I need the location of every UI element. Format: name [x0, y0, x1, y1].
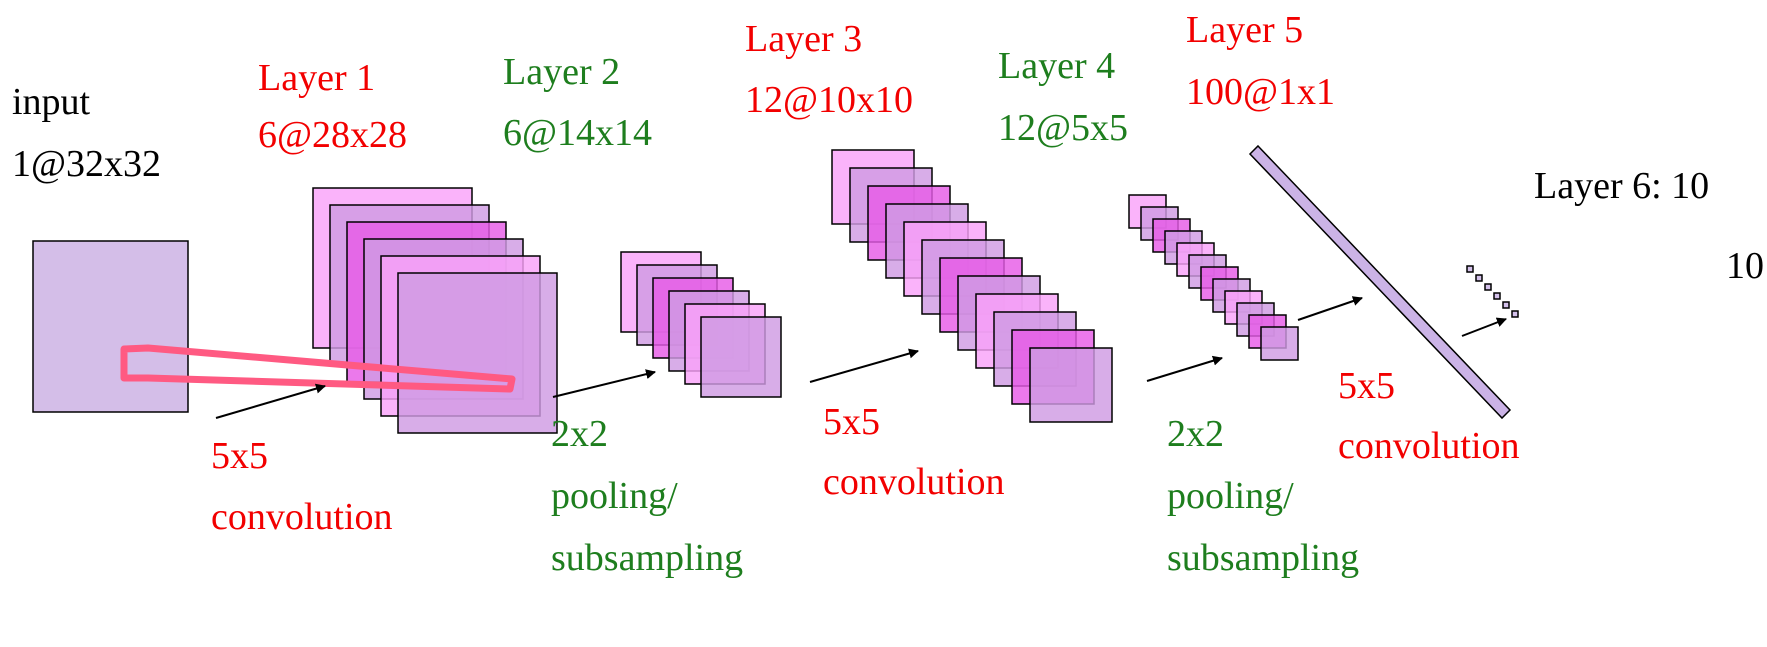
output-unit-6 — [1511, 310, 1519, 318]
output-unit-4 — [1493, 292, 1501, 300]
layer4-map-12 — [1260, 326, 1299, 361]
layer2-feature-maps — [620, 251, 782, 398]
layer5-size: 100@1x1 — [1186, 71, 1335, 113]
layer3-feature-maps — [831, 149, 1113, 423]
layer4-title: Layer 4 — [998, 45, 1116, 87]
layer6-title: Layer 6: 10 — [1534, 165, 1710, 207]
layer1-title: Layer 1 — [258, 57, 376, 99]
layer4-feature-maps — [1128, 194, 1299, 361]
layer1-size: 6@28x28 — [258, 114, 407, 156]
layer2-title: Layer 2 — [503, 51, 621, 93]
layer3-map-12 — [1029, 347, 1113, 423]
arrow-conv1 — [215, 383, 326, 419]
arrow-output — [1461, 317, 1507, 337]
output-unit-2 — [1475, 274, 1483, 282]
arrow-fc — [1297, 296, 1363, 321]
layer5-title: Layer 5 — [1186, 9, 1304, 51]
pool1-name1: pooling/ — [551, 475, 678, 517]
layer3-title: Layer 3 — [745, 18, 863, 60]
arrow-pool1-a — [552, 369, 656, 398]
arrow-conv2 — [809, 348, 919, 383]
layer2-size: 6@14x14 — [503, 112, 652, 154]
input-title: input — [12, 81, 91, 123]
output-unit-3 — [1484, 283, 1492, 291]
pool1-kernel: 2x2 — [551, 413, 608, 455]
layer6-output-units — [1466, 265, 1519, 318]
conv1-kernel: 5x5 — [211, 435, 268, 477]
output-unit-5 — [1502, 301, 1510, 309]
input-image — [32, 240, 189, 413]
conv1-name: convolution — [211, 496, 393, 538]
conv3-kernel: 5x5 — [1338, 365, 1395, 407]
pool2-name1: pooling/ — [1167, 475, 1294, 517]
conv2-kernel: 5x5 — [823, 401, 880, 443]
layer1-map-6 — [397, 272, 558, 434]
pool2-kernel: 2x2 — [1167, 413, 1224, 455]
pool2-name2: subsampling — [1167, 537, 1360, 579]
pool1-name2: subsampling — [551, 537, 744, 579]
output-unit-1 — [1466, 265, 1474, 273]
conv2-name: convolution — [823, 461, 1005, 503]
layer1-feature-maps — [312, 187, 558, 434]
layer4-size: 12@5x5 — [998, 107, 1128, 149]
layer5-fully-connected-bar — [1248, 144, 1512, 420]
layer3-size: 12@10x10 — [745, 79, 913, 121]
receptive-field-icon — [120, 344, 516, 393]
conv3-name: convolution — [1338, 425, 1520, 467]
arrow-pool2 — [1146, 355, 1223, 382]
layer6-count: 10 — [1726, 245, 1764, 287]
input-size: 1@32x32 — [12, 143, 161, 185]
layer2-map-6 — [700, 316, 782, 398]
